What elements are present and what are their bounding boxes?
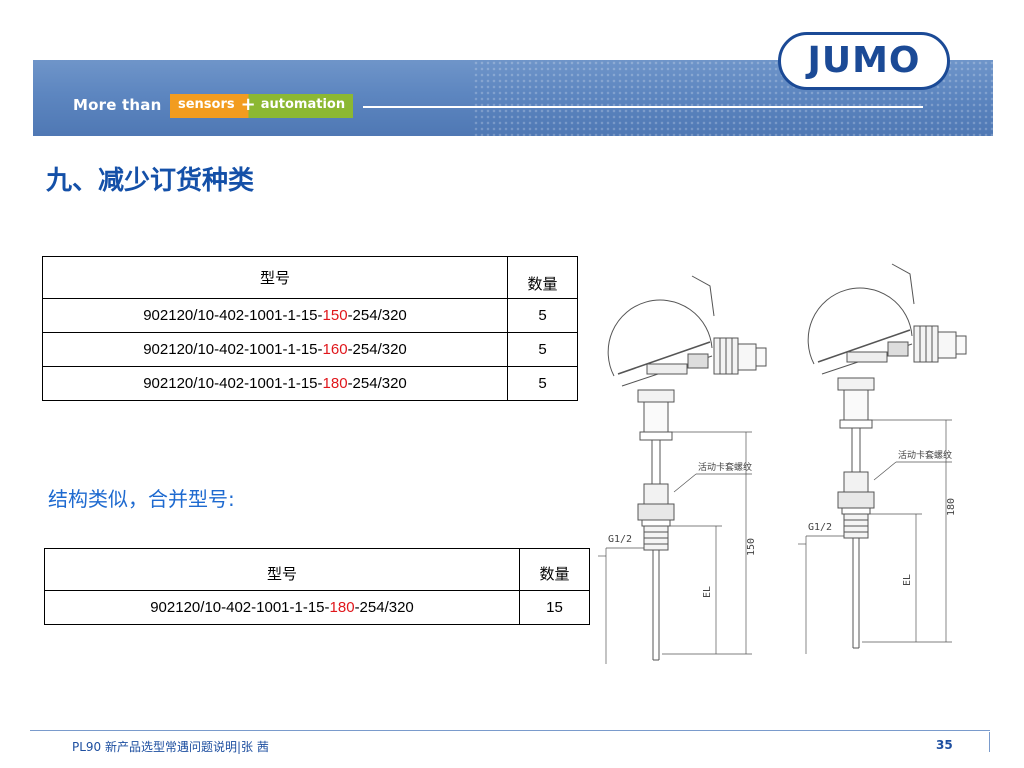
merge-subtitle: 结构类似，合并型号: <box>48 487 235 511</box>
model-length: 180 <box>329 599 355 616</box>
quantity-cell: 15 <box>519 590 590 625</box>
model-prefix: 902120/10-402-1001-1-15- <box>150 599 330 616</box>
model-prefix: 902120/10-402-1001-1-15- <box>143 375 323 392</box>
model-length: 180 <box>322 375 348 392</box>
quantity-cell: 5 <box>507 298 578 333</box>
model-cell: 902120/10-402-1001-1-15-150-254/320 <box>42 298 508 333</box>
tagline-plus: + <box>238 94 258 118</box>
tagline-automation: automation <box>257 94 354 118</box>
banner-divider-line <box>363 106 923 108</box>
model-cell: 902120/10-402-1001-1-15-180-254/320 <box>42 366 508 401</box>
model-prefix: 902120/10-402-1001-1-15- <box>143 307 323 324</box>
order-table-after: 型号 数量 902120/10-402-1001-1-15-180-254/32… <box>44 548 590 625</box>
tagline-sensors: sensors <box>170 94 239 118</box>
table-row: 902120/10-402-1001-1-15-150-254/320 5 <box>42 298 578 333</box>
header-quantity: 数量 <box>519 548 590 591</box>
footer-text: PL90 新产品选型常遇问题说明|张 茜 <box>72 740 269 754</box>
dimension-el-label: EL <box>702 586 713 598</box>
dimension-total-label: 180 <box>946 498 957 516</box>
thread-label: G1/2 <box>608 534 632 545</box>
model-suffix: -254/320 <box>347 341 407 358</box>
model-cell: 902120/10-402-1001-1-15-180-254/320 <box>44 590 520 625</box>
table-header-row: 型号 数量 <box>42 256 578 299</box>
sensor-left: 活动卡套螺纹 G1/2 150 EL <box>597 275 767 664</box>
order-table-before: 型号 数量 902120/10-402-1001-1-15-150-254/32… <box>42 256 578 401</box>
table-row: 902120/10-402-1001-1-15-180-254/320 5 <box>42 366 578 401</box>
thread-label: G1/2 <box>808 522 832 533</box>
jumo-logo: JUMO <box>778 32 950 90</box>
footer-divider <box>30 730 990 731</box>
footer-tick <box>989 732 990 752</box>
header-model: 型号 <box>42 256 508 299</box>
table-row: 902120/10-402-1001-1-15-160-254/320 5 <box>42 332 578 367</box>
header-model: 型号 <box>44 548 520 591</box>
sensor-right: 活动卡套螺纹 G1/2 180 EL <box>797 263 967 655</box>
thermometer-drawing: 活动卡套螺纹 G1/2 150 EL 活动卡套螺纹 G1/2 180 EL <box>597 263 967 664</box>
callout-label: 活动卡套螺纹 <box>898 449 952 461</box>
table-header-row: 型号 数量 <box>44 548 590 591</box>
callout-label: 活动卡套螺纹 <box>698 461 752 473</box>
model-suffix: -254/320 <box>347 375 407 392</box>
logo-text: JUMO <box>807 40 921 81</box>
tagline-prefix: More than <box>73 96 162 114</box>
dimension-el-label: EL <box>902 574 913 586</box>
dimension-total-label: 150 <box>746 538 757 556</box>
tagline-box: sensors + automation <box>170 94 354 118</box>
table-row: 902120/10-402-1001-1-15-180-254/320 15 <box>44 590 590 625</box>
model-prefix: 902120/10-402-1001-1-15- <box>143 341 323 358</box>
page-number: 35 <box>936 738 953 752</box>
model-cell: 902120/10-402-1001-1-15-160-254/320 <box>42 332 508 367</box>
quantity-cell: 5 <box>507 366 578 401</box>
quantity-cell: 5 <box>507 332 578 367</box>
model-suffix: -254/320 <box>354 599 414 616</box>
model-length: 160 <box>322 341 348 358</box>
header-quantity: 数量 <box>507 256 578 299</box>
model-length: 150 <box>322 307 348 324</box>
model-suffix: -254/320 <box>347 307 407 324</box>
page-title: 九、减少订货种类 <box>46 166 255 196</box>
